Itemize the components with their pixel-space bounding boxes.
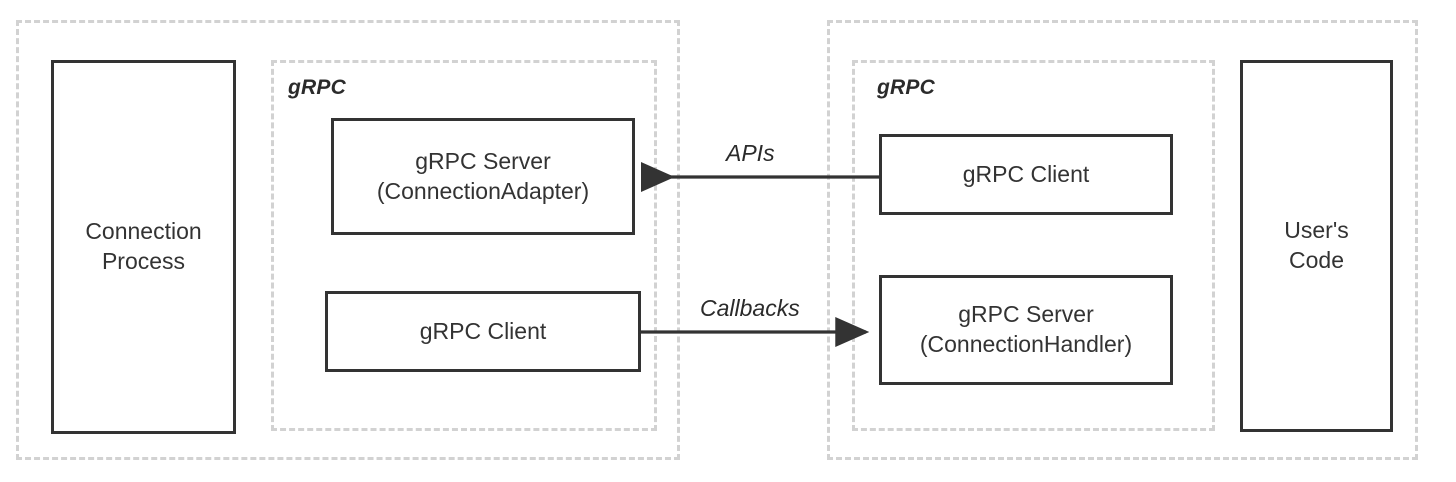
users-code-label: User's Code xyxy=(1284,217,1349,273)
connection-process-label: Connection Process xyxy=(85,218,202,274)
grpc-client-right-label: gRPC Client xyxy=(962,160,1090,187)
grpc-client-left-box: gRPC Client xyxy=(325,291,641,372)
grpc-server-connectionhandler-box: gRPC Server (ConnectionHandler) xyxy=(879,275,1173,385)
grpc-client-left-label: gRPC Client xyxy=(419,317,547,344)
callbacks-arrow xyxy=(638,316,870,348)
grpc-group-left xyxy=(271,60,657,431)
connection-process-group-outer xyxy=(16,20,680,460)
connection-process-box: Connection Process xyxy=(51,60,236,434)
grpc-group-left-title: gRPC xyxy=(288,76,346,99)
callbacks-arrow-label: Callbacks xyxy=(700,295,800,321)
grpc-client-right-box: gRPC Client xyxy=(879,134,1173,215)
grpc-server-connectionhandler-label: gRPC Server (ConnectionHandler) xyxy=(919,301,1133,357)
grpc-group-right xyxy=(852,60,1215,431)
apis-arrow xyxy=(640,161,879,193)
grpc-server-connectionadapter-label: gRPC Server (ConnectionAdapter) xyxy=(376,147,590,204)
grpc-group-right-title: gRPC xyxy=(877,76,935,99)
apis-arrow-label: APIs xyxy=(726,140,775,166)
grpc-server-connectionadapter-box: gRPC Server (ConnectionAdapter) xyxy=(331,118,635,235)
user-code-group-outer xyxy=(827,20,1418,460)
users-code-box: User's Code xyxy=(1240,60,1393,432)
